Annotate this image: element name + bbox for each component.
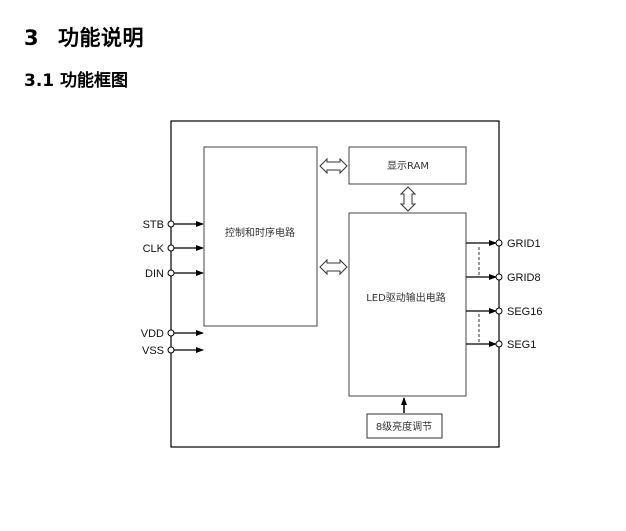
control-ram-double-arrow (319, 157, 348, 175)
chip-boundary (170, 120, 500, 448)
led-driver-label: LED驱动输出电路 (366, 291, 446, 304)
input-pin-vdd: VDD (141, 328, 204, 340)
control-timing-label: 控制和时序电路 (225, 226, 295, 239)
subsection-number: 3.1 (24, 71, 55, 91)
display-ram-block (348, 146, 467, 185)
control-timing-block (203, 146, 318, 327)
svg-text:GRID8: GRID8 (507, 272, 541, 284)
control-led-double-arrow (319, 258, 348, 276)
svg-text:VSS: VSS (142, 345, 164, 357)
brightness-label: 8级亮度调节 (376, 420, 432, 433)
output-pin-grid1: GRID1 (466, 238, 541, 250)
section-number: 3 (24, 26, 40, 50)
output-pin-seg16: SEG16 (466, 306, 542, 318)
input-pin-stb: STB (143, 219, 204, 231)
svg-text:GRID1: GRID1 (507, 238, 541, 250)
ram-led-double-arrow (399, 186, 417, 212)
svg-text:CLK: CLK (143, 243, 165, 255)
svg-text:SEG16: SEG16 (507, 306, 542, 318)
brightness-block (366, 413, 443, 439)
display-ram-label: 显示RAM (387, 160, 429, 172)
led-driver-block (348, 212, 467, 397)
subsection-title: 功能框图 (60, 71, 128, 91)
output-pin-grid8: GRID8 (466, 272, 541, 284)
svg-text:SEG1: SEG1 (507, 339, 536, 351)
input-pin-vss: VSS (142, 345, 204, 357)
svg-text:STB: STB (143, 219, 164, 231)
output-pin-seg1: SEG1 (466, 339, 536, 351)
section-heading: 3 功能说明 (24, 22, 144, 52)
svg-text:DIN: DIN (145, 268, 164, 280)
svg-text:VDD: VDD (141, 328, 164, 340)
input-pin-din: DIN (145, 268, 204, 280)
input-pin-clk: CLK (143, 243, 204, 255)
section-title: 功能说明 (58, 26, 144, 50)
